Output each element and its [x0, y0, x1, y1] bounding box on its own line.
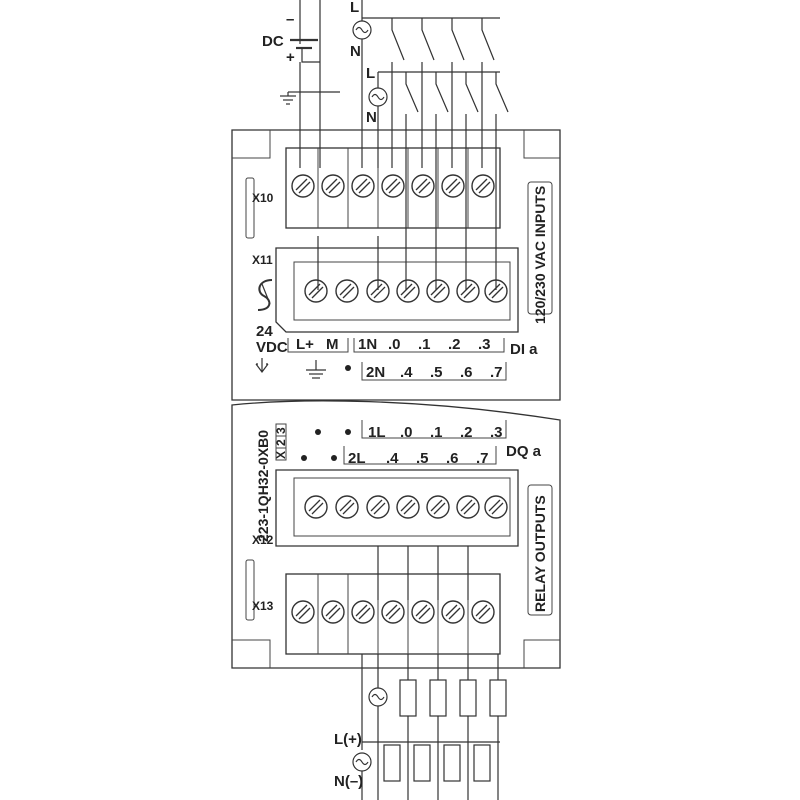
x12-label: X12 — [252, 533, 274, 547]
input-row1-labels: 1N .0 .1 .2 .3 — [358, 336, 491, 353]
output-terminal-label: .4 — [386, 450, 399, 467]
three-box-label: 3 — [274, 427, 288, 434]
screw-terminal-x10 — [381, 174, 405, 198]
n2-label: N — [366, 109, 377, 126]
output-terminal-label: .2 — [460, 424, 473, 441]
input-terminal-label: .1 — [418, 336, 431, 353]
screw-terminal-x11 — [396, 279, 420, 303]
n1-label: N — [350, 43, 361, 60]
vdc-label: VDC — [256, 339, 288, 356]
output-row2-labels: 2L .4 .5 .6 .7 — [348, 450, 489, 467]
screw-terminal-x13 — [291, 600, 315, 624]
output-terminal-label: .5 — [416, 450, 429, 467]
l-pos-label: L(+) — [334, 731, 362, 748]
output-wiring — [352, 546, 507, 800]
screw-terminal-x13 — [381, 600, 405, 624]
input-terminal-label: .4 — [400, 364, 413, 381]
module-housing — [231, 129, 561, 669]
di-a-label: DI a — [510, 341, 538, 358]
output-terminal-label: .6 — [446, 450, 459, 467]
output-terminal-label: .0 — [400, 424, 413, 441]
input-wiring — [280, 0, 509, 290]
minus-label: – — [286, 11, 294, 28]
l2-label: L — [366, 65, 375, 82]
input-terminal-label: .5 — [430, 364, 443, 381]
plus-label: + — [286, 49, 295, 66]
input-terminal-label: .2 — [448, 336, 461, 353]
screw-terminal-x13 — [441, 600, 465, 624]
input-terminal-label: .7 — [490, 364, 503, 381]
terminal-block-x10 — [285, 147, 501, 229]
screw-terminal-x12 — [366, 495, 390, 519]
n-neg-label: N(–) — [334, 773, 363, 790]
x13-label: X13 — [252, 599, 274, 613]
screw-terminal-x10 — [411, 174, 435, 198]
outputs-title: RELAY OUTPUTS — [532, 495, 548, 612]
screw-terminal-x12 — [335, 495, 359, 519]
logo-icon — [257, 279, 273, 311]
l1-label: L — [350, 0, 359, 16]
x11-label: X11 — [252, 253, 273, 267]
inputs-title: 120/230 VAC INPUTS — [532, 186, 548, 324]
output-terminal-label: .1 — [430, 424, 443, 441]
arrow-down-icon — [255, 358, 269, 373]
screw-terminal-x12 — [396, 495, 420, 519]
screw-terminal-x10 — [441, 174, 465, 198]
screw-terminal-x11 — [426, 279, 450, 303]
m-label: M — [326, 336, 339, 353]
screw-terminal-x11 — [456, 279, 480, 303]
screw-terminal-x10 — [291, 174, 315, 198]
screw-terminal-x12 — [304, 495, 328, 519]
lplus-label: L+ — [296, 336, 314, 353]
screw-terminal-x12 — [426, 495, 450, 519]
screw-terminal-x12 — [484, 495, 508, 519]
screw-terminal-x10 — [321, 174, 345, 198]
x-box-label: X — [274, 451, 288, 459]
dq-a-label: DQ a — [506, 443, 542, 460]
terminal-block-x11 — [275, 247, 519, 333]
screw-terminal-x13 — [411, 600, 435, 624]
x10-label: X10 — [252, 191, 274, 205]
input-row2-labels: 2N .4 .5 .6 .7 — [366, 364, 503, 381]
output-terminal-label: 2L — [348, 450, 366, 467]
ground-icon — [306, 360, 326, 379]
screw-terminal-x13 — [321, 600, 345, 624]
output-terminal-label: 1L — [368, 424, 386, 441]
status-dots — [301, 365, 351, 461]
screw-terminal-x12 — [456, 495, 480, 519]
screw-terminal-x11 — [304, 279, 328, 303]
screw-terminal-x13 — [351, 600, 375, 624]
input-terminal-label: 1N — [358, 336, 377, 353]
input-terminal-label: .0 — [388, 336, 401, 353]
dc-label: DC — [262, 33, 284, 50]
output-terminal-label: .7 — [476, 450, 489, 467]
screw-terminal-x10 — [351, 174, 375, 198]
input-terminal-label: .3 — [478, 336, 491, 353]
output-terminal-label: .3 — [490, 424, 503, 441]
input-terminal-label: .6 — [460, 364, 473, 381]
part-number: 223-1QH32-0XB0 — [255, 430, 271, 542]
terminal-block-x12 — [275, 469, 519, 547]
screw-terminals — [291, 174, 508, 624]
two-box-label: 2 — [274, 439, 288, 446]
screw-terminal-x11 — [335, 279, 359, 303]
screw-terminal-x10 — [471, 174, 495, 198]
output-row1-labels: 1L .0 .1 .2 .3 — [368, 424, 503, 441]
x23-boxes: X 2 3 — [274, 423, 288, 461]
input-terminal-label: 2N — [366, 364, 385, 381]
v24-label: 24 — [256, 323, 273, 340]
screw-terminal-x13 — [471, 600, 495, 624]
